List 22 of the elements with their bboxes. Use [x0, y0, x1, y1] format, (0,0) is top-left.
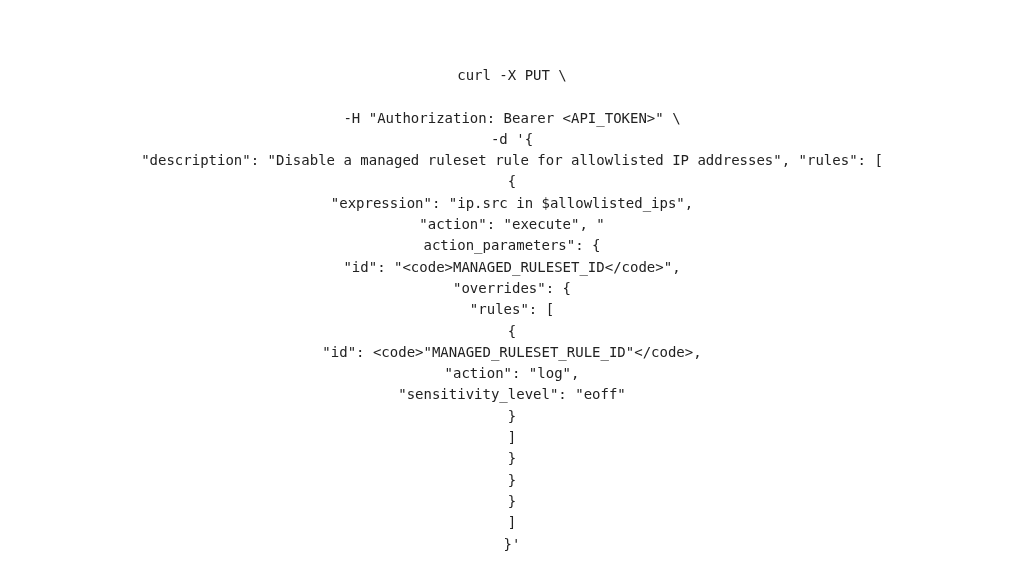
code-line: -d '{ — [490, 129, 534, 149]
code-line: "action": "log", — [444, 364, 580, 384]
code-line: }' — [503, 534, 521, 554]
code-line: action_parameters": { — [423, 236, 601, 256]
code-line: { — [507, 321, 517, 341]
code-line: "description": "Disable a managed ruleset rule for allowlisted IP addresses", "rules": [ — [141, 151, 883, 171]
code-line: } — [507, 406, 517, 426]
code-line: "sensitivity_level": "eoff" — [398, 385, 626, 405]
code-line: "rules": [ — [469, 300, 555, 320]
code-line: ] — [507, 428, 517, 448]
code-line: } — [507, 491, 517, 511]
code-line: "overrides": { — [453, 278, 571, 298]
code-line: "expression": "ip.src in $allowlisted_ips", — [330, 193, 694, 214]
code-line: { — [507, 172, 517, 192]
code-line: } — [507, 449, 517, 469]
code-line: ] — [507, 513, 517, 533]
code-line: "id": <code>"MANAGED_RULESET_RULE_ID"</code>, — [322, 342, 702, 363]
code-line: "action": "execute", " — [419, 215, 605, 235]
code-line: } — [507, 470, 517, 490]
code-line: "id": "<code>MANAGED_RULESET_ID</code>", — [343, 257, 681, 278]
code-line: -H "Authorization: Bearer <API_TOKEN>" \ — [343, 108, 681, 129]
code-line: curl -X PUT \ — [457, 66, 567, 85]
